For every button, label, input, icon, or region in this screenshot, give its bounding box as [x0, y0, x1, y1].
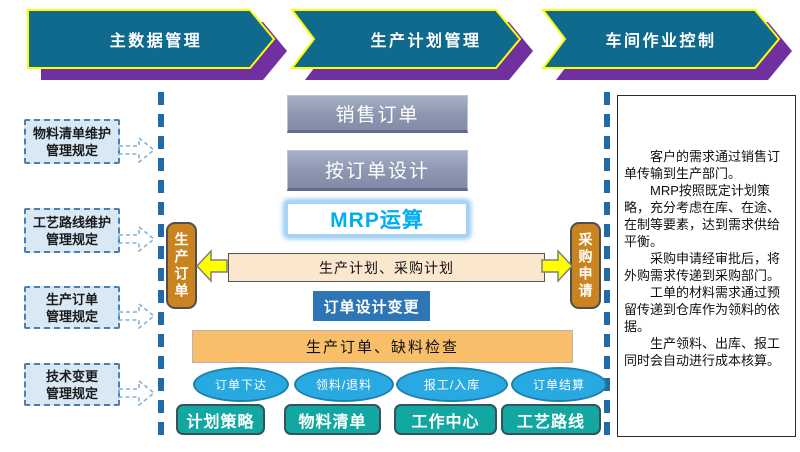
- right-dashed-separator: [604, 92, 610, 436]
- arrow-shape: [27, 9, 276, 69]
- callout-line2: 管理规定: [45, 231, 98, 247]
- callout-line2: 管理规定: [45, 385, 98, 401]
- process-step-label: 车间作业控制: [605, 31, 716, 50]
- ellipse-report-receipt: 报工/入库: [396, 367, 508, 402]
- process-step-master-data: 主数据管理: [27, 9, 287, 80]
- ellipse-order-release: 订单下达: [193, 367, 289, 402]
- mrp-calculation-box: MRP运算: [286, 202, 468, 236]
- plans-box: 生产计划、采购计划: [228, 253, 545, 282]
- callout-bom-maintenance: 物料清单维护 管理规定: [24, 119, 120, 164]
- production-order-check-bar: 生产订单、缺料检查: [192, 330, 573, 363]
- callout-line2: 管理规定: [45, 308, 98, 324]
- ellipse-order-settlement: 订单结算: [511, 367, 607, 402]
- callout-line1: 技术变更: [45, 368, 98, 384]
- callout-line2: 管理规定: [45, 142, 98, 158]
- process-step-shopfloor-control: 车间作业控制: [540, 9, 792, 80]
- ellipse-issue-return: 领料/退料: [294, 367, 394, 402]
- process-step-label: 生产计划管理: [370, 31, 481, 50]
- dashed-arrow-icon: [118, 226, 156, 252]
- masterdata-work-center: 工作中心: [394, 404, 497, 435]
- process-step-label: 主数据管理: [110, 31, 203, 50]
- masterdata-bom: 物料清单: [284, 404, 381, 435]
- purchase-request-vertical-box: 采购申请: [570, 222, 601, 309]
- callout-line1: 生产订单: [45, 291, 98, 307]
- callout-line1: 工艺路线维护: [32, 214, 111, 230]
- sales-order-label: 销售订单: [335, 104, 420, 126]
- production-order-check-label: 生产订单、缺料检查: [305, 339, 459, 356]
- masterdata-planning-strategy: 计划策略: [176, 404, 265, 435]
- process-band: 主数据管理 生产计划管理 车间作业控制: [27, 9, 792, 80]
- callout-line1: 物料清单维护: [32, 125, 111, 141]
- callout-engineering-change: 技术变更 管理规定: [24, 363, 120, 406]
- note-paragraph: 采购申请经审批后，将外购需求传递到采购部门。: [624, 251, 781, 283]
- sales-order-box: 销售订单: [287, 95, 468, 133]
- note-paragraph: 生产领料、出库、报工同时会自动进行成本核算。: [624, 336, 781, 368]
- masterdata-routing: 工艺路线: [501, 404, 601, 435]
- note-paragraph: 客户的需求通过销售订单传输到生产部门。: [624, 149, 781, 181]
- plans-label: 生产计划、采购计划: [319, 259, 454, 276]
- arrow-shape: [289, 9, 522, 69]
- left-dashed-separator: [158, 92, 164, 437]
- process-step-production-planning: 生产计划管理: [289, 9, 533, 80]
- production-order-vertical-box: 生产订单: [166, 222, 197, 309]
- dashed-arrow-icon: [118, 380, 156, 406]
- arrow-shape: [540, 9, 781, 69]
- notes-panel: 客户的需求通过销售订单传输到生产部门。 MRP按照既定计划策略，充分考虑在库、在…: [617, 95, 796, 437]
- callout-routing-maintenance: 工艺路线维护 管理规定: [24, 208, 120, 253]
- dashed-arrow-icon: [118, 137, 156, 163]
- order-design-change-label: 订单设计变更: [323, 298, 420, 316]
- dashed-arrow-icon: [118, 303, 156, 329]
- mrp-label: MRP运算: [330, 209, 424, 232]
- design-to-order-label: 按订单设计: [324, 161, 430, 182]
- design-to-order-box: 按订单设计: [287, 150, 468, 191]
- yellow-arrow-left-icon: [196, 249, 228, 283]
- note-paragraph: 工单的材料需求通过预留传递到仓库作为领料的依据。: [624, 285, 781, 334]
- order-design-change-box: 订单设计变更: [313, 291, 430, 321]
- callout-production-order: 生产订单 管理规定: [24, 286, 120, 329]
- yellow-arrow-right-icon: [541, 249, 573, 283]
- note-paragraph: MRP按照既定计划策略，充分考虑在库、在途、在制等要素，达到需求供给平衡。: [624, 183, 781, 249]
